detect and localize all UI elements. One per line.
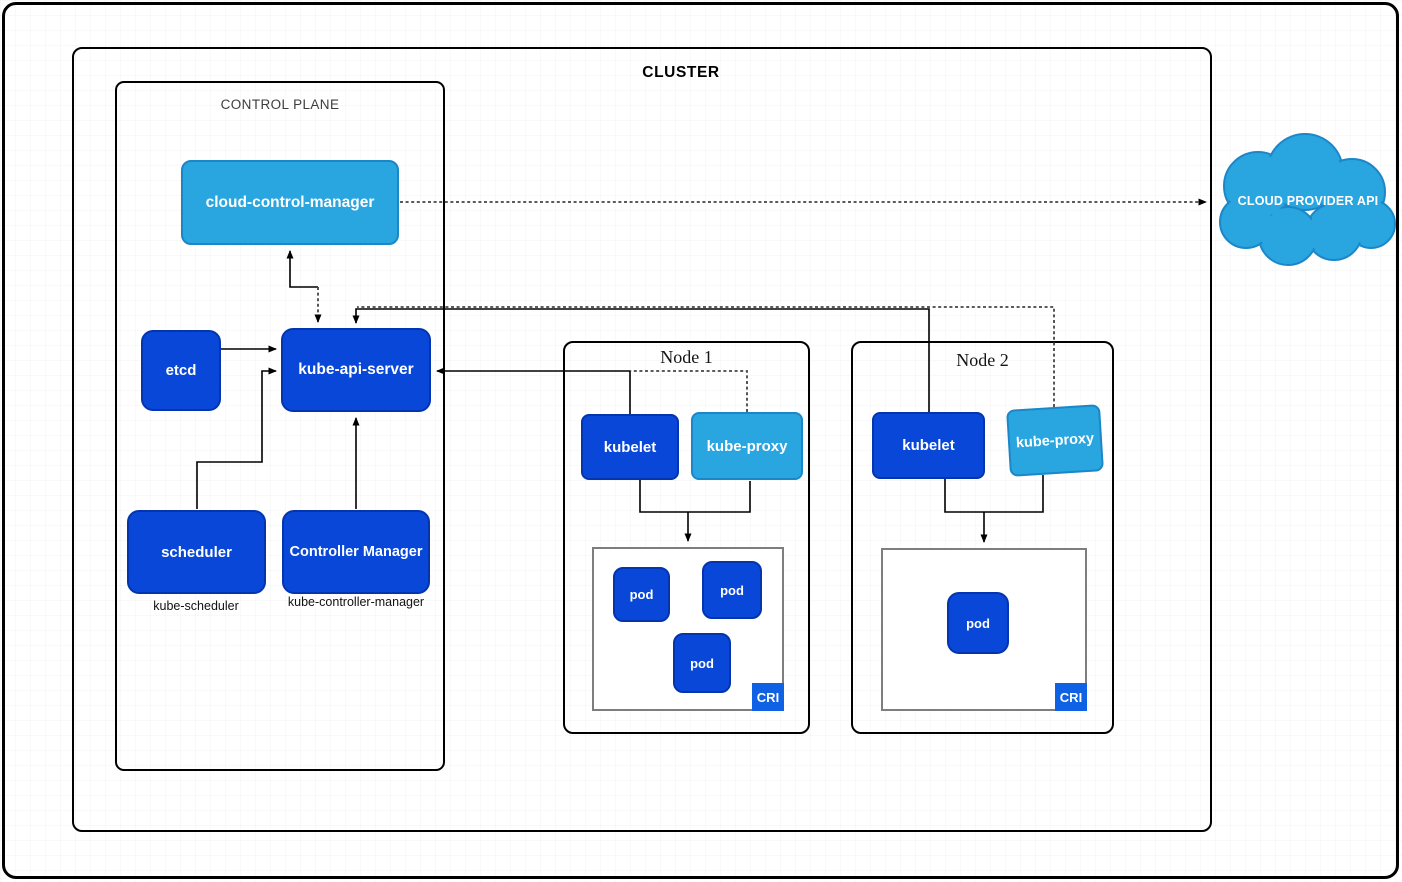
control-plane-title: CONTROL PLANE — [220, 97, 340, 112]
cluster-container — [72, 47, 1212, 832]
cluster-title: CLUSTER — [642, 64, 720, 81]
kube-controller-manager-caption: kube-controller-manager — [287, 595, 425, 609]
cloud-provider-api-label: CLOUD PROVIDER API — [1237, 194, 1379, 208]
node-2-kube-proxy-box: kube-proxy — [1006, 404, 1104, 477]
kube-api-server-box: kube-api-server — [281, 328, 431, 412]
kube-scheduler-caption: kube-scheduler — [153, 599, 239, 613]
control-plane-container — [115, 81, 445, 771]
node-2-title: Node 2 — [956, 350, 1009, 370]
node-1-kubelet-box: kubelet — [581, 414, 679, 480]
node-2-cri-badge: CRI — [1055, 683, 1087, 711]
node-1-pod-2: pod — [702, 561, 762, 619]
node-2-pod-1: pod — [947, 592, 1009, 654]
node-1-kube-proxy-box: kube-proxy — [691, 412, 803, 480]
node-1-title: Node 1 — [660, 347, 713, 367]
node-1-pod-1: pod — [613, 567, 670, 622]
node-2-kubelet-box: kubelet — [872, 412, 985, 479]
scheduler-box: scheduler — [127, 510, 266, 594]
node-1-cri-badge: CRI — [752, 683, 784, 711]
controller-manager-box: Controller Manager — [282, 510, 430, 594]
node-1-pod-3: pod — [673, 633, 731, 693]
etcd-box: etcd — [141, 330, 221, 411]
cloud-control-manager-box: cloud-control-manager — [181, 160, 399, 245]
